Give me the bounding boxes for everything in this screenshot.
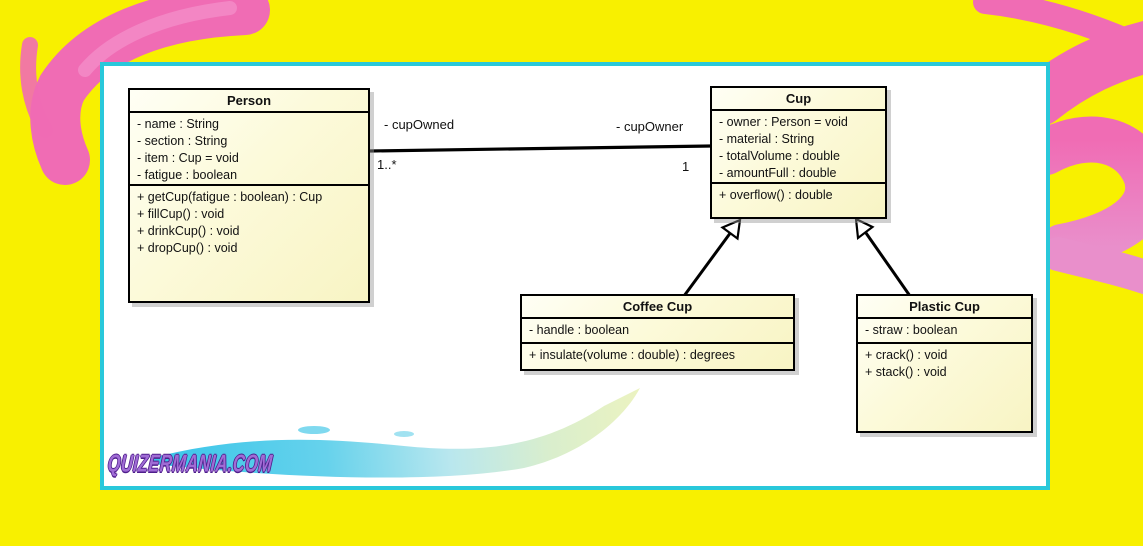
method: + fillCup() : void bbox=[137, 207, 225, 221]
association-multiplicity-person-end: 1..* bbox=[377, 157, 397, 172]
attribute: - totalVolume : double bbox=[719, 149, 840, 163]
pink-brush-curve-right-middle bbox=[1023, 116, 1143, 270]
class-title-coffee-cup: Coffee Cup bbox=[522, 296, 793, 319]
class-title-cup: Cup bbox=[712, 88, 885, 111]
method: + crack() : void bbox=[865, 348, 948, 362]
generalization-line-coffeecup bbox=[682, 231, 733, 297]
class-attributes-coffee-cup: - handle : boolean bbox=[522, 319, 793, 344]
attribute: - name : String bbox=[137, 117, 219, 131]
class-box-plastic-cup: Plastic Cup - straw : boolean + crack() … bbox=[856, 294, 1033, 433]
cyan-splatter-dot bbox=[298, 426, 330, 434]
attribute: - handle : boolean bbox=[529, 323, 630, 337]
class-methods-cup: + overflow() : double bbox=[712, 184, 885, 205]
attribute: - fatigue : boolean bbox=[137, 168, 238, 182]
pink-brush-band-right-upper bbox=[1014, 20, 1143, 126]
class-title-person: Person bbox=[130, 90, 368, 113]
pink-brush-highlight-top-left bbox=[78, 1, 237, 77]
class-title-plastic-cup: Plastic Cup bbox=[858, 296, 1031, 319]
method: + dropCup() : void bbox=[137, 241, 238, 255]
generalization-arrowhead-coffeecup bbox=[720, 218, 742, 241]
class-box-coffee-cup: Coffee Cup - handle : boolean + insulate… bbox=[520, 294, 795, 371]
pink-brush-tail-right-lower bbox=[1041, 237, 1143, 295]
method: + getCup(fatigue : boolean) : Cup bbox=[137, 190, 323, 204]
association-line-person-cup bbox=[369, 144, 712, 153]
generalization-arrowhead-plasticcup bbox=[854, 217, 875, 241]
class-attributes-plastic-cup: - straw : boolean bbox=[858, 319, 1031, 344]
method: + insulate(volume : double) : degrees bbox=[529, 348, 736, 362]
class-box-person: Person - name : String - section : Strin… bbox=[128, 88, 370, 303]
attribute: - straw : boolean bbox=[865, 323, 958, 337]
class-methods-plastic-cup: + crack() : void + stack() : void bbox=[858, 344, 1031, 382]
generalization-line-plasticcup bbox=[864, 232, 912, 297]
attribute: - amountFull : double bbox=[719, 166, 837, 180]
method: + overflow() : double bbox=[719, 188, 833, 202]
cyan-splatter-dot bbox=[394, 431, 414, 437]
attribute: - material : String bbox=[719, 132, 815, 146]
diagram-panel: - cupOwned - cupOwner 1..* 1 Person - na… bbox=[100, 62, 1050, 490]
class-methods-coffee-cup: + insulate(volume : double) : degrees bbox=[522, 344, 793, 365]
association-multiplicity-cup-end: 1 bbox=[682, 159, 690, 174]
attribute: - owner : Person = void bbox=[719, 115, 848, 129]
class-methods-person: + getCup(fatigue : boolean) : Cup + fill… bbox=[130, 186, 368, 258]
class-box-cup: Cup - owner : Person = void - material :… bbox=[710, 86, 887, 219]
attribute: - item : Cup = void bbox=[137, 151, 239, 165]
association-role-cupowner: - cupOwner bbox=[616, 119, 684, 134]
method: + drinkCup() : void bbox=[137, 224, 240, 238]
pink-brush-streak-left-edge bbox=[20, 37, 53, 138]
attribute: - section : String bbox=[137, 134, 228, 148]
class-attributes-cup: - owner : Person = void - material : Str… bbox=[712, 111, 885, 184]
class-attributes-person: - name : String - section : String - ite… bbox=[130, 113, 368, 186]
association-role-cupowned: - cupOwned bbox=[384, 117, 455, 132]
quizermania-watermark: QUIZERMANIA.COM bbox=[106, 451, 274, 478]
method: + stack() : void bbox=[865, 365, 947, 379]
